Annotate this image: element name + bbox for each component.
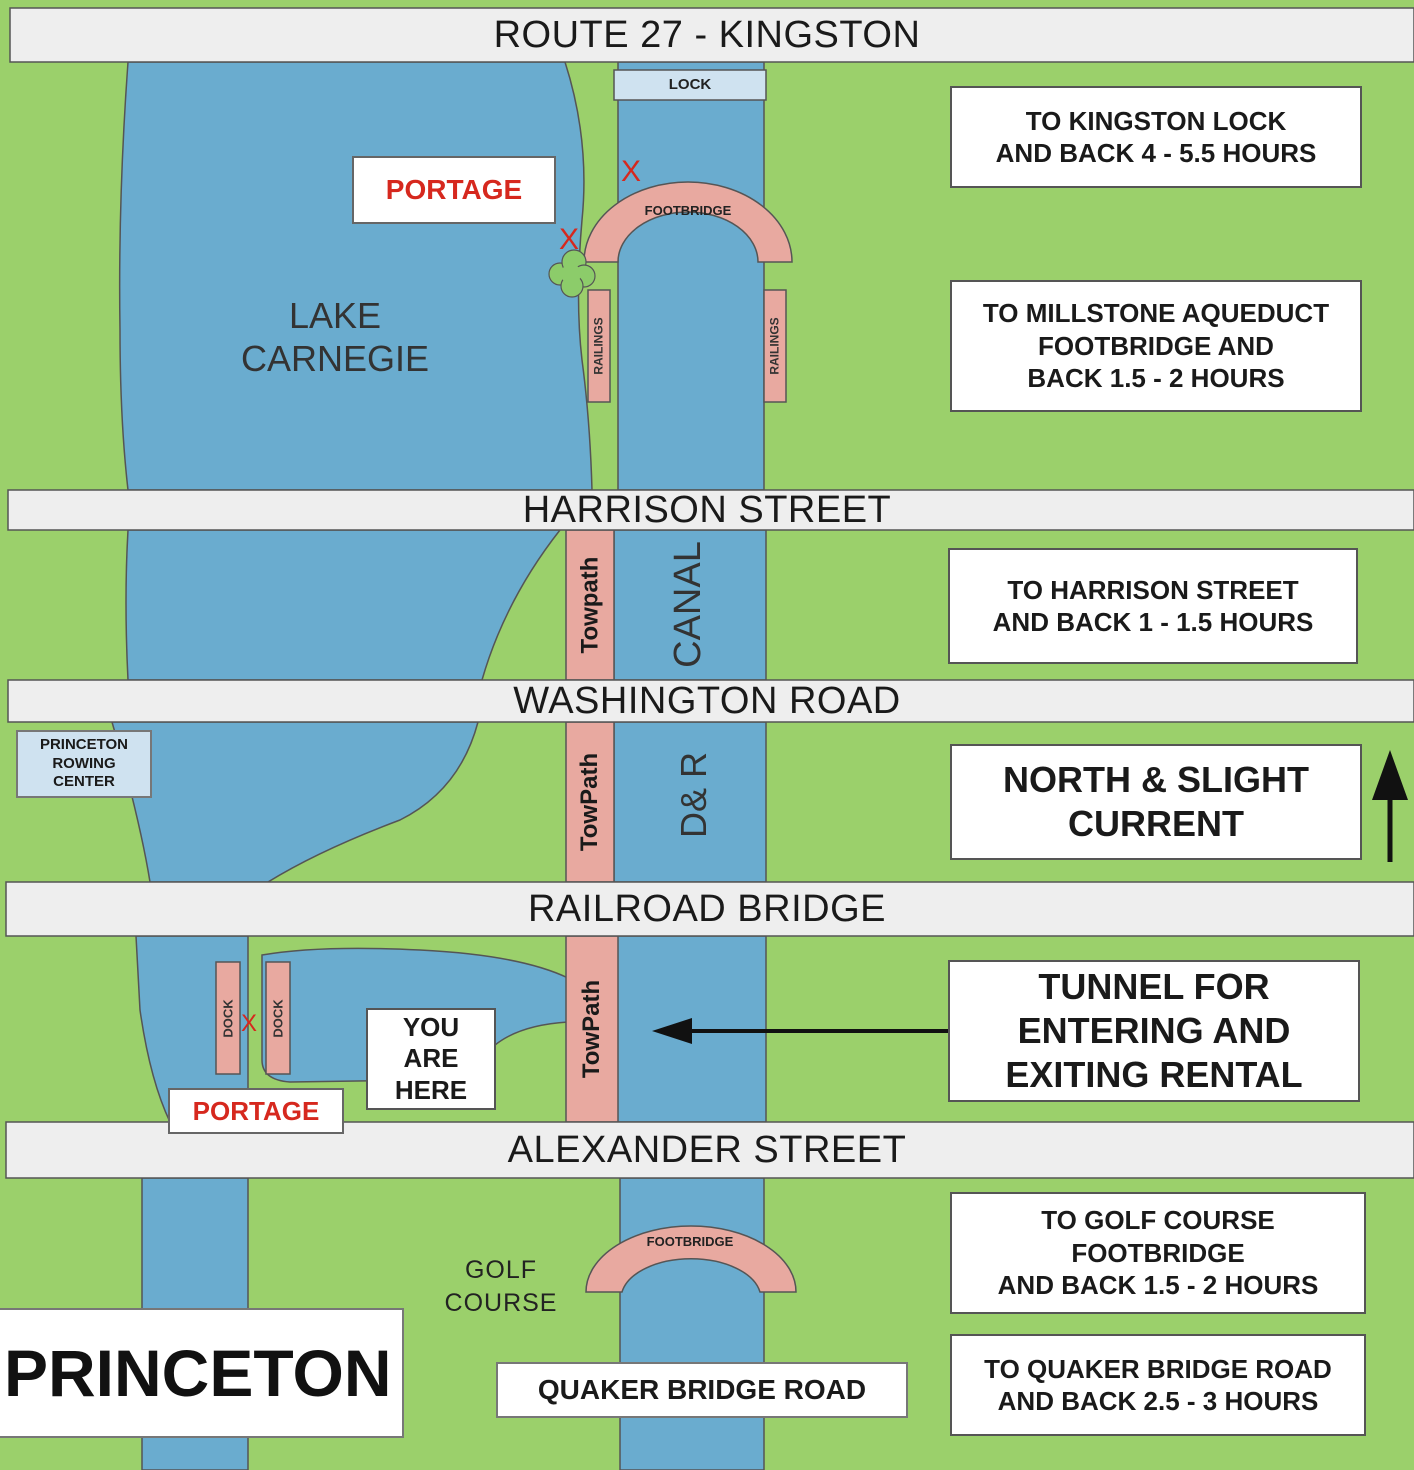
- railings-west-label: RAILINGS: [592, 317, 606, 375]
- route-harrison-box: TO HARRISON STREET AND BACK 1 - 1.5 HOUR…: [948, 548, 1358, 664]
- road-railroad-bridge: RAILROAD BRIDGE: [527, 887, 887, 930]
- canal-water-1: [617, 61, 765, 491]
- footbridge-south-shape: [585, 1225, 797, 1293]
- towpath-1-label: Towpath: [576, 556, 603, 654]
- north-arrow-icon: [1372, 750, 1408, 862]
- railroad-shape: [5, 881, 1414, 937]
- tunnel-box: TUNNEL FOR ENTERING AND EXITING RENTAL: [948, 960, 1360, 1102]
- princeton-rowing-center: PRINCETON ROWING CENTER: [16, 730, 152, 798]
- railings-east-label: RAILINGS: [768, 317, 782, 375]
- road-alexander-street: ALEXANDER STREET: [507, 1128, 907, 1171]
- route-quaker-bridge-box: TO QUAKER BRIDGE ROAD AND BACK 2.5 - 3 H…: [950, 1334, 1366, 1436]
- dock-west-shape: [215, 961, 241, 1075]
- lake-carnegie-label: LAKE CARNEGIE: [240, 295, 430, 380]
- portage-x-icon: X: [240, 1010, 257, 1037]
- tree-icon: [548, 249, 596, 298]
- railings-west-shape: [587, 289, 611, 403]
- footbridge-north-label: FOOTBRIDGE: [644, 203, 732, 218]
- d-and-r-label: D& R: [673, 751, 715, 839]
- canal-label: CANAL: [666, 540, 709, 668]
- route-golf-course-box: TO GOLF COURSE FOOTBRIDGE AND BACK 1.5 -…: [950, 1192, 1366, 1314]
- canal-water-2: [613, 529, 767, 681]
- portage-south-box: PORTAGE: [168, 1088, 344, 1134]
- tunnel-arrow-icon: [652, 1018, 950, 1044]
- washington-shape: [7, 679, 1414, 723]
- route-millstone-box: TO MILLSTONE AQUEDUCT FOOTBRIDGE AND BAC…: [950, 280, 1362, 412]
- dock-east-label: DOCK: [270, 998, 286, 1038]
- dock-east-shape: [265, 961, 291, 1075]
- lake-carnegie-water: [118, 61, 593, 491]
- footbridge-south-label: FOOTBRIDGE: [646, 1234, 734, 1249]
- dock-west-label: DOCK: [220, 998, 236, 1038]
- towpath-3-label: TowPath: [578, 979, 605, 1079]
- north-current-box: NORTH & SLIGHT CURRENT: [950, 744, 1362, 860]
- towpath-2-label: TowPath: [576, 752, 603, 852]
- portage-x-icon: X: [558, 223, 579, 256]
- quaker-bridge-road-label: QUAKER BRIDGE ROAD: [496, 1362, 908, 1418]
- road-washington-road: WASHINGTON ROAD: [513, 679, 901, 722]
- lock-shape: [613, 69, 767, 101]
- railings-east-shape: [763, 289, 787, 403]
- route-kingston-lock-box: TO KINGSTON LOCK AND BACK 4 - 5.5 HOURS: [950, 86, 1362, 188]
- golf-course-label: GOLF COURSE: [444, 1256, 558, 1317]
- road-route27: ROUTE 27 - KINGSTON: [493, 13, 921, 56]
- road-harrison-street: HARRISON STREET: [522, 488, 892, 531]
- portage-north-box: PORTAGE: [352, 156, 556, 224]
- canal-water-5: [619, 1177, 765, 1470]
- route27-shape: [9, 7, 1414, 63]
- towpath-3-shape: [565, 935, 619, 1123]
- you-are-here-marker: YOU ARE HERE: [366, 1008, 496, 1110]
- canal-water-3: [613, 721, 767, 883]
- portage-x-icon: X: [620, 155, 641, 188]
- lake-south-water: [111, 721, 479, 883]
- princeton-label: PRINCETON: [0, 1308, 404, 1438]
- lock-label: LOCK: [668, 76, 712, 93]
- footbridge-north-shape: [583, 181, 793, 263]
- harrison-shape: [7, 489, 1414, 531]
